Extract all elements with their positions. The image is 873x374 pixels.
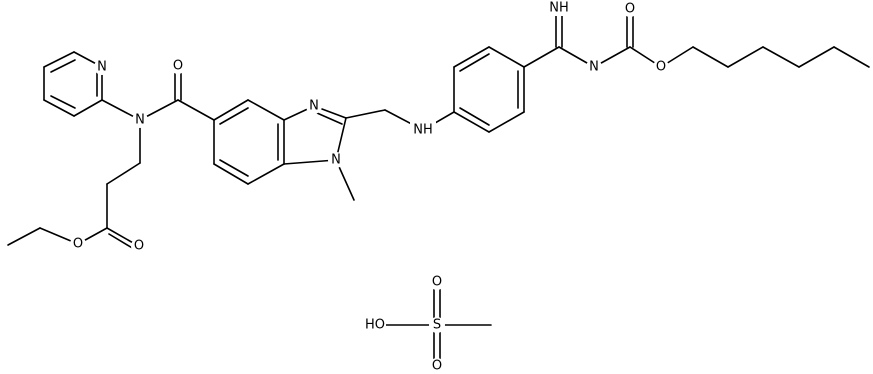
bond bbox=[316, 112, 343, 125]
amide-oxygen: O bbox=[170, 58, 186, 74]
sulfur-label: S bbox=[433, 318, 441, 333]
ester-single-oxygen-label: O bbox=[73, 237, 83, 252]
imidazole-nitrogen-1: N bbox=[328, 152, 344, 168]
bond bbox=[50, 59, 76, 73]
amide-nitrogen-label: N bbox=[135, 113, 145, 128]
imidazole-nitrogen-1-label: N bbox=[331, 153, 341, 168]
carbamate-nitrogen: N bbox=[586, 59, 602, 75]
sulfonyl-oxygen-bottom: O bbox=[429, 358, 445, 374]
amide-oxygen-label: O bbox=[173, 59, 183, 74]
imidazole-nitrogen-3: N bbox=[306, 98, 322, 114]
sulfur: S bbox=[429, 317, 445, 333]
bond bbox=[108, 233, 135, 250]
sulfonic-hydroxyl: HO bbox=[364, 316, 386, 334]
bond bbox=[43, 51, 75, 68]
bond bbox=[523, 46, 560, 68]
bond bbox=[459, 107, 490, 126]
ester-single-oxygen: O bbox=[70, 236, 86, 252]
ester-double-oxygen-label: O bbox=[134, 239, 144, 254]
bond-layer bbox=[7, 13, 870, 368]
bond bbox=[833, 46, 870, 68]
amide-nitrogen: N bbox=[132, 112, 148, 128]
bond bbox=[247, 99, 285, 121]
carbamate-carbonyl-oxygen-label: O bbox=[625, 2, 635, 17]
bond bbox=[453, 46, 490, 68]
imidazole-nitrogen-3-label: N bbox=[309, 99, 319, 114]
carbamate-carbonyl-oxygen: O bbox=[622, 1, 638, 17]
bond bbox=[43, 99, 75, 117]
carbamate-ester-oxygen: O bbox=[653, 59, 669, 75]
bond bbox=[73, 99, 103, 117]
bond bbox=[106, 227, 136, 245]
imine-nh: NH bbox=[546, 0, 572, 16]
carbamate-nitrogen-label: N bbox=[589, 60, 599, 75]
bond bbox=[213, 99, 249, 121]
bond bbox=[488, 46, 525, 68]
imine-nh-label: NH bbox=[549, 1, 569, 16]
bond bbox=[283, 159, 337, 165]
bond bbox=[692, 46, 729, 68]
sulfonyl-oxygen-bottom-label: O bbox=[432, 359, 442, 374]
bond bbox=[762, 46, 800, 68]
atom-label-layer: N N O N N NH NH N bbox=[70, 0, 669, 374]
pyridine-nitrogen: N bbox=[94, 59, 110, 75]
carbamate-ester-oxygen-label: O bbox=[656, 60, 666, 75]
bond bbox=[727, 46, 764, 68]
sulfonyl-oxygen-top: O bbox=[429, 274, 445, 290]
sulfonyl-oxygen-top-label: O bbox=[432, 275, 442, 290]
bond bbox=[345, 109, 386, 119]
bond bbox=[459, 53, 490, 72]
bond bbox=[488, 111, 525, 133]
amine-nh: NH bbox=[410, 121, 436, 139]
sulfonic-hydroxyl-label: HO bbox=[365, 318, 385, 333]
ester-double-oxygen: O bbox=[131, 238, 147, 254]
bond bbox=[177, 99, 215, 121]
bond bbox=[7, 227, 41, 246]
bond bbox=[219, 159, 249, 177]
bond bbox=[106, 162, 141, 185]
bond bbox=[213, 163, 249, 185]
bond bbox=[219, 107, 249, 125]
bond bbox=[798, 46, 835, 68]
amine-nh-label: NH bbox=[413, 123, 433, 138]
bond bbox=[50, 95, 76, 109]
pyridine-nitrogen-label: N bbox=[97, 60, 107, 75]
bond bbox=[247, 163, 285, 185]
bond bbox=[453, 111, 490, 133]
